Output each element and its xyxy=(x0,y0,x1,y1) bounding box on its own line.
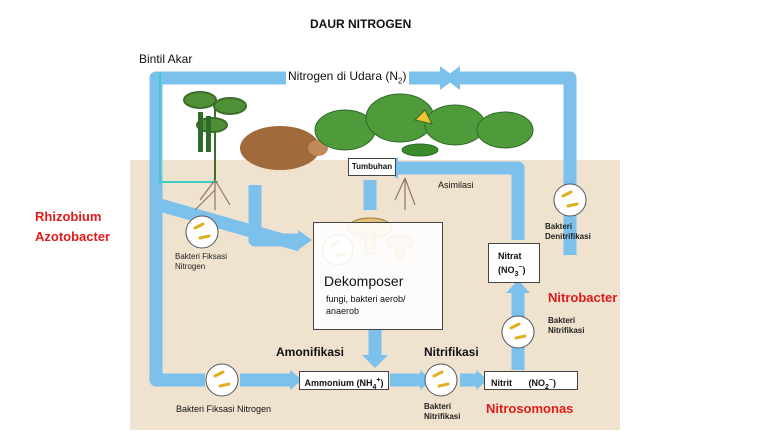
rhizobium-label: Rhizobium xyxy=(35,209,102,224)
arrow-fiksasi-to-dek xyxy=(158,198,302,252)
mole xyxy=(240,126,328,170)
head-down-dek xyxy=(362,355,388,368)
bakteri-nitrifikasi-label-1: Bakteri Nitrifikasi xyxy=(424,402,461,421)
nitrogen-udara-label: Nitrogen di Udara (N2) xyxy=(286,69,409,86)
nitrit-box: Nitrit (NO2−) xyxy=(484,371,578,391)
nitrat-label: Nitrat xyxy=(498,251,522,261)
amonifikasi-label: Amonifikasi xyxy=(276,345,345,359)
legume-plant xyxy=(183,91,247,180)
head-air-right xyxy=(444,66,460,90)
nitrogen-udara-close: ) xyxy=(402,69,407,83)
bakteri-denitrifikasi-label: Bakteri Denitrifikasi xyxy=(545,222,591,241)
pumpkin-roots xyxy=(394,177,416,210)
bakteri-fiksasi-label-2: Bakteri Fiksasi Nitrogen xyxy=(176,404,272,414)
nitrit-formula: (NO2−) xyxy=(528,377,557,391)
asimilasi-label: Asimilasi xyxy=(438,180,474,190)
ammonium-sup: + xyxy=(376,377,381,384)
head-dek-left xyxy=(298,230,312,250)
nitrit-close: ) xyxy=(553,378,557,388)
bintil-akar-label: Bintil Akar xyxy=(139,52,193,66)
pumpkin-plant xyxy=(314,93,534,157)
tumbuhan-box: Tumbuhan xyxy=(348,158,396,176)
nitrat-formula: (NO3−) xyxy=(498,264,526,278)
dekomposer-box: Dekomposer fungi, bakteri aerob/ anaerob xyxy=(313,222,443,330)
nitrit-label: Nitrit xyxy=(491,378,512,388)
bakteri-denitrifikasi-circle xyxy=(553,183,587,217)
nitrosomonas-label: Nitrosomonas xyxy=(486,401,574,416)
nitrat-sub: 3 xyxy=(514,270,519,278)
ammonium-text: Ammonium (NH xyxy=(304,378,373,388)
arrow-nitrat-to-tumbuhan xyxy=(395,161,525,240)
bakteri-nitrifikasi-circle-2 xyxy=(501,315,535,349)
nitrogen-udara-text: Nitrogen di Udara (N xyxy=(288,69,399,83)
nitrat-close: ) xyxy=(522,265,526,275)
ammonium-box: Ammonium (NH4+) xyxy=(299,371,389,391)
diagram-title: DAUR NITROGEN xyxy=(310,17,412,31)
nitrit-sup: − xyxy=(548,377,554,384)
bakteri-fiksasi-label-1: Bakteri Fiksasi Nitrogen xyxy=(175,252,228,271)
nitrat-box: Nitrat (NO3−) xyxy=(488,243,540,283)
dekomposer-title: Dekomposer xyxy=(324,273,404,289)
legume-roots xyxy=(194,179,231,211)
nitrifikasi-label: Nitrifikasi xyxy=(424,345,479,359)
azotobacter-label: Azotobacter xyxy=(35,229,111,244)
nitrat-sup: − xyxy=(518,264,523,271)
dekomposer-desc: fungi, bakteri aerob/ anaerob xyxy=(326,294,406,316)
nitrit-sub: 2 xyxy=(545,383,549,391)
nitrat-formula-text: (NO xyxy=(498,265,515,275)
bakteri-fiksasi-circle-1 xyxy=(185,215,219,249)
ammonium-sub: 4 xyxy=(372,383,377,391)
tumbuhan-label: Tumbuhan xyxy=(351,162,393,171)
nitrit-formula-text: (NO xyxy=(528,378,546,388)
head-nitri2 xyxy=(476,370,488,390)
bakteri-nitrifikasi-circle-1 xyxy=(424,363,458,397)
head-nitrat xyxy=(506,280,530,293)
bakteri-nitrifikasi-label-2: Bakteri Nitrifikasi xyxy=(548,316,585,335)
ammonium-close: ) xyxy=(380,378,384,388)
nitrogen-udara-sub: 2 xyxy=(398,76,403,86)
nitrobacter-label: Nitrobacter xyxy=(548,290,618,305)
bintil-akar-line xyxy=(159,72,218,183)
head-amonium xyxy=(290,370,302,390)
bakteri-fiksasi-circle-2 xyxy=(205,363,239,397)
